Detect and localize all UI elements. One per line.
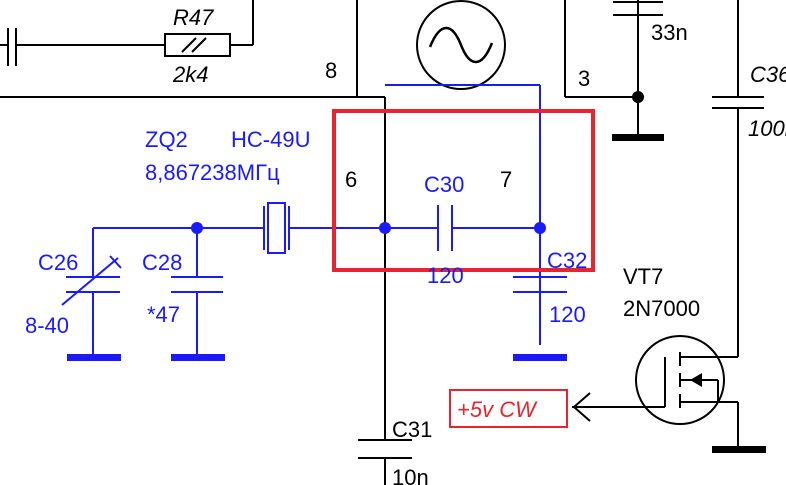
black-wiring (0, 0, 764, 485)
pin8-label: 8 (325, 58, 337, 83)
c28-value: *47 (147, 302, 180, 327)
c36-value: 100n (748, 116, 786, 141)
vt7-label: VT7 (623, 264, 663, 289)
c28-label: C28 (142, 250, 182, 275)
hc49u-label: HC-49U (231, 127, 310, 152)
pin6-label: 6 (345, 167, 357, 192)
supply-badge-label: +5v CW (457, 397, 538, 422)
c26-label: C26 (38, 250, 78, 275)
zq2-label: ZQ2 (145, 127, 188, 152)
pin7-label: 7 (500, 167, 512, 192)
black-grounds (612, 134, 766, 453)
c30-label: C30 (424, 172, 464, 197)
r47-value: 2k4 (172, 62, 208, 87)
freq-label: 8,867238МГц (145, 160, 280, 185)
node-pin3 (632, 91, 644, 103)
c31-value: 10n (392, 465, 429, 485)
c31-label: C31 (392, 417, 432, 442)
mosfet-arrow (690, 373, 702, 387)
c36-label: C36 (750, 62, 786, 87)
blue-grounds (67, 354, 567, 361)
c30-value: 120 (427, 263, 464, 288)
c32-label: C32 (547, 248, 587, 273)
c32-value: 120 (549, 302, 586, 327)
r47-label: R47 (173, 5, 214, 30)
blue-nodes (191, 222, 546, 234)
sine-wave-icon (416, 0, 506, 90)
crystal-icon (263, 202, 290, 254)
highlight-box (332, 109, 595, 272)
pin3-label: 3 (578, 66, 590, 91)
c-top-value: 33n (651, 20, 688, 45)
vt7-type: 2N7000 (623, 296, 700, 321)
blue-wiring (61, 84, 567, 356)
supply-badge-frame (449, 389, 568, 428)
c26-value: 8-40 (25, 313, 69, 338)
r47-resistor (164, 33, 231, 57)
